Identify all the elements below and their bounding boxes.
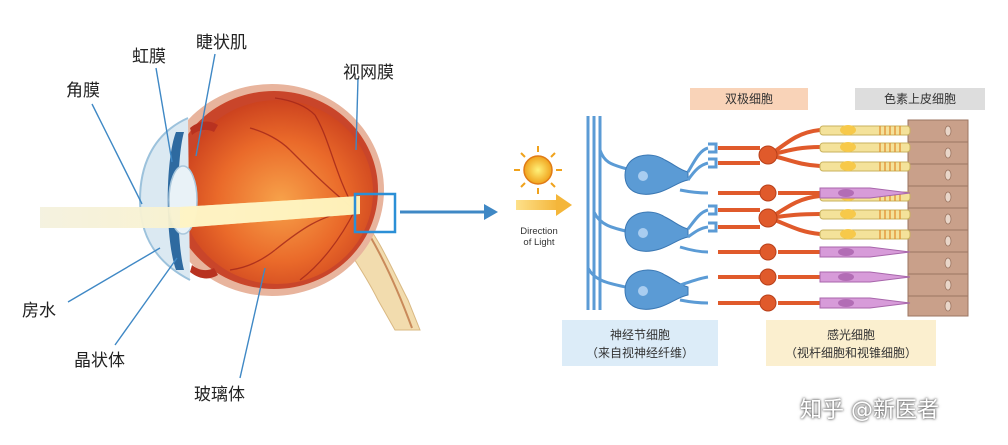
label-aqueous-humor: 房水 xyxy=(22,301,56,321)
ganglion-line-1: 神经节细胞 xyxy=(609,328,670,342)
label-bipolar-cells: 双极细胞 xyxy=(690,88,808,110)
direction-line-2: of Light xyxy=(523,237,555,248)
vitreous-interior xyxy=(181,100,373,284)
photoreceptor-line-2: （视杆细胞和视锥细胞） xyxy=(784,346,917,360)
label-cornea: 角膜 xyxy=(66,81,100,101)
rod-cells xyxy=(819,125,911,240)
label-iris: 虹膜 xyxy=(132,47,166,67)
watermark: 知乎 @新医者 xyxy=(800,398,939,423)
label-vitreous-body: 玻璃体 xyxy=(194,385,245,405)
label-photoreceptor-cells: 感光细胞 （视杆细胞和视锥细胞） xyxy=(766,320,936,366)
direction-line-1: Direction xyxy=(520,226,558,237)
label-pigment-epithelium: 色素上皮细胞 xyxy=(855,88,985,110)
eyeball-illustration xyxy=(40,84,421,331)
ganglion-dendrites xyxy=(679,146,709,305)
zoom-arrow xyxy=(400,204,498,220)
label-lens: 晶状体 xyxy=(74,351,125,371)
pigment-epithelium-layer xyxy=(907,119,969,317)
sun-icon xyxy=(514,146,562,194)
label-direction-of-light: Direction of Light xyxy=(510,226,568,248)
label-ganglion-cells: 神经节细胞 （来自视神经纤维） xyxy=(562,320,718,366)
ganglion-line-2: （来自视神经纤维） xyxy=(585,346,694,360)
retina-zoom-box xyxy=(353,192,397,234)
label-ciliary-muscle: 睫状肌 xyxy=(196,33,247,53)
nerve-fibers xyxy=(586,116,631,310)
cone-cells xyxy=(819,187,911,309)
label-retina: 视网膜 xyxy=(343,63,394,83)
eye-leader-lines xyxy=(67,53,359,379)
ganglion-cells xyxy=(624,154,689,310)
light-direction-arrow xyxy=(516,194,572,216)
photoreceptor-line-1: 感光细胞 xyxy=(826,328,875,342)
